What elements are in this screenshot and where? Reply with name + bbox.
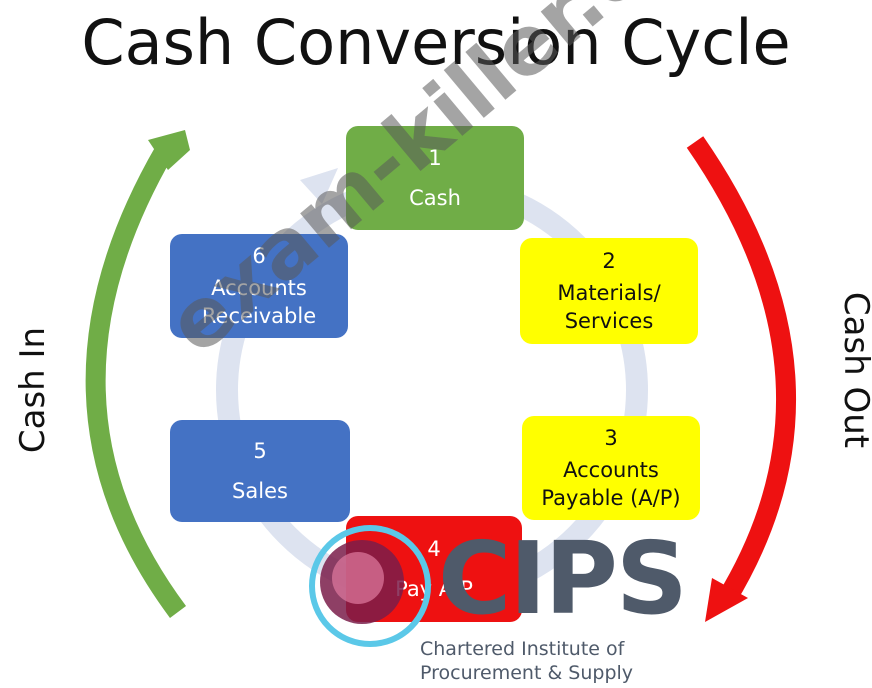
- step-3-box: 3 Accounts Payable (A/P): [522, 416, 700, 520]
- step-1-box: 1 Cash: [346, 126, 524, 230]
- step-number: 6: [252, 244, 266, 268]
- cips-emblem: [309, 525, 431, 647]
- step-2-box: 2 Materials/ Services: [520, 238, 698, 344]
- cash-in-arrowhead: [148, 130, 190, 170]
- step-number: 4: [427, 537, 441, 561]
- step-number: 1: [428, 146, 442, 170]
- cips-tagline-1: Chartered Institute of: [420, 638, 625, 660]
- step-number: 2: [602, 249, 616, 273]
- cash-out-arrowhead: [705, 578, 748, 622]
- step-label: Materials/ Services: [557, 281, 661, 333]
- step-label: Pay A/P: [395, 577, 473, 601]
- cash-out-label: Cash Out: [836, 291, 872, 449]
- step-number: 5: [253, 439, 267, 463]
- cash-in-arrow: [85, 144, 187, 618]
- step-label: Cash: [409, 186, 461, 210]
- step-6-box: 6 Accounts Receivable: [170, 234, 348, 338]
- cash-in-label: Cash In: [13, 326, 54, 454]
- cash-out-arrow: [686, 136, 796, 606]
- step-label: Sales: [232, 479, 288, 503]
- step-number: 3: [604, 426, 618, 450]
- inner-cycle-arrowhead: [300, 168, 338, 204]
- step-label: Accounts Payable (A/P): [541, 458, 681, 510]
- cips-tagline-2: Procurement & Supply: [420, 662, 634, 684]
- step-5-box: 5 Sales: [170, 420, 350, 522]
- step-label: Accounts Receivable: [201, 276, 317, 328]
- diagram-title: Cash Conversion Cycle: [81, 6, 791, 79]
- cips-logo-text: CIPS: [438, 520, 688, 637]
